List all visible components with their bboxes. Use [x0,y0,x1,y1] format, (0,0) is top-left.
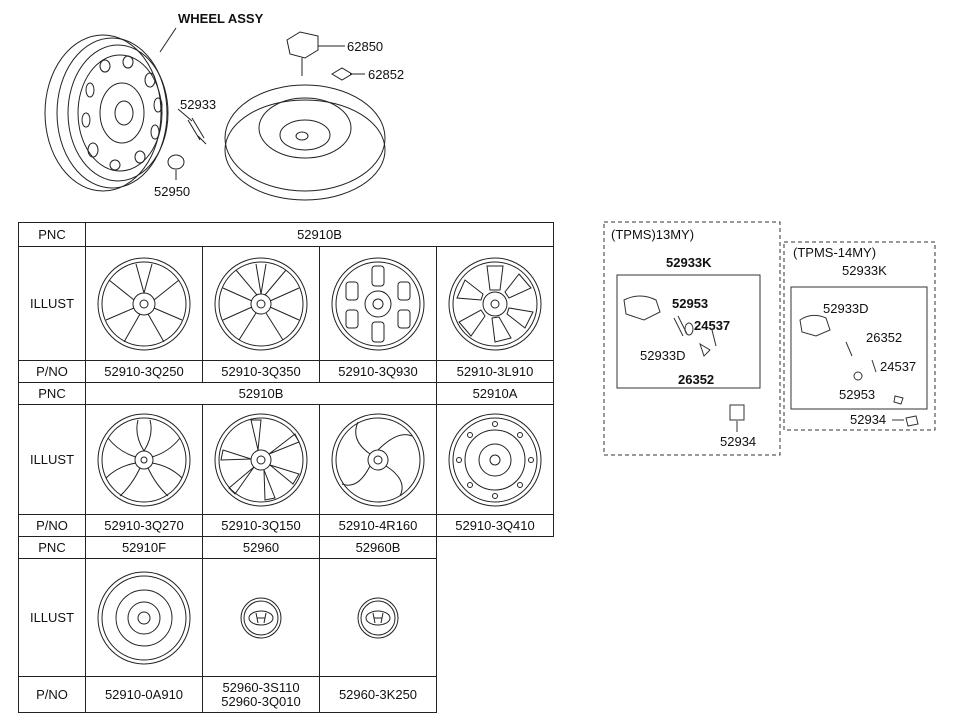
part-number: 52960-3S110 [222,679,300,695]
header-illust: ILLUST [18,558,86,677]
header-pno: P/NO [18,360,86,383]
tpms-14my-assy: 52933K [842,263,887,278]
tpms-13my-part: 52953 [672,296,709,311]
header-pnc: PNC [18,222,86,247]
wheel-parts-table: PNC 52910B ILLUST P/NO 52910-3Q250 52910… [18,222,554,713]
part-number: 52960-3Q010 [221,693,301,709]
pnc-value: 52910F [85,536,203,559]
tpms-14my-part: 24537 [880,359,917,374]
pnc-value: 52910A [436,382,554,405]
header-pnc: PNC [18,536,86,559]
part-number: 52910-3L910 [436,360,554,383]
tpms-14my-part: 52953 [839,387,876,402]
tpms-14my-part: 26352 [866,330,903,345]
pnc-value: 52910B [85,382,437,405]
assembly-title: WHEEL ASSY [178,11,264,26]
part-number: 52960-3K250 [319,676,437,713]
wheel-illustration [202,246,320,361]
part-62850: 62850 [347,39,384,54]
header-pno: P/NO [18,676,86,713]
tpms-14my-part: 52933D [823,301,869,316]
tpms-13my-part: 52933D [640,348,686,363]
pnc-value: 52960 [202,536,320,559]
wheel-assembly-drawing [44,27,386,201]
header-illust: ILLUST [18,404,86,515]
wheel-illustration [319,404,437,515]
part-number: 52910-3Q410 [436,514,554,537]
part-number: 52910-3Q350 [202,360,320,383]
part-number: 52910-3Q270 [85,514,203,537]
header-pnc: PNC [18,382,86,405]
pnc-value: 52910B [85,222,554,247]
tpms-13my-part: 24537 [694,318,731,333]
tpms-13my-title: (TPMS)13MY) [611,227,695,242]
part-number: 52910-3Q250 [85,360,203,383]
part-number: 52910-0A910 [85,676,203,713]
wheel-illustration [202,404,320,515]
wheel-illustration [85,246,203,361]
header-pno: P/NO [18,514,86,537]
wheel-illustration [85,558,203,677]
tpms-14my-cap: 52934 [850,412,887,427]
tpms-13my-part: 26352 [678,372,715,387]
part-52933: 52933 [180,97,217,112]
part-52950: 52950 [154,184,191,199]
wheel-illustration [85,404,203,515]
wheel-illustration [319,246,437,361]
part-number: 52910-3Q150 [202,514,320,537]
pnc-value: 52960B [319,536,437,559]
wheel-illustration [436,404,554,515]
tpms-13my-cap: 52934 [720,434,757,449]
part-62852: 62852 [368,67,405,82]
hub-cap-illustration [202,558,320,677]
header-illust: ILLUST [18,246,86,361]
hub-cap-illustration [319,558,437,677]
wheel-illustration [436,246,554,361]
part-number: 52910-3Q930 [319,360,437,383]
part-number: 52910-4R160 [319,514,437,537]
tpms-13my-assy: 52933K [666,255,712,270]
tpms-14my-title: (TPMS-14MY) [793,245,877,260]
